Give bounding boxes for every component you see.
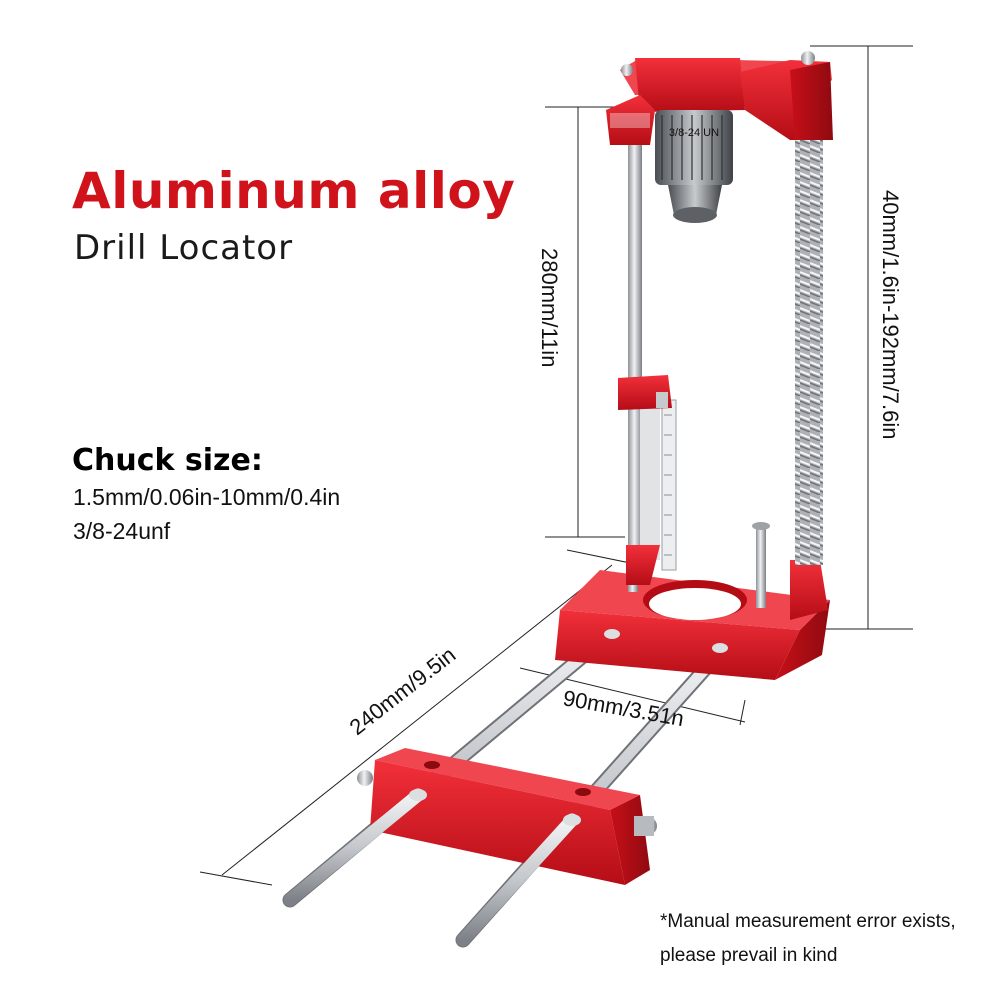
chuck-size-heading: Chuck size: xyxy=(72,443,263,478)
threaded-column xyxy=(795,68,823,565)
product-subtitle: Drill Locator xyxy=(74,228,294,268)
chuck-size-range: 1.5mm/0.06in-10mm/0.4in xyxy=(73,484,341,510)
dim-height-column-label: 280mm/11in xyxy=(537,248,562,367)
drill-chuck: 3/8-24 UN xyxy=(655,110,733,223)
guide-column xyxy=(618,130,677,585)
dim-rod-length-label: 240mm/9.5in xyxy=(345,642,461,740)
chuck-thread-spec: 3/8-24unf xyxy=(73,518,171,544)
base-plate xyxy=(555,560,830,680)
top-head xyxy=(606,51,833,145)
product-title: Aluminum alloy xyxy=(72,162,516,220)
chuck-marking: 3/8-24 UN xyxy=(669,127,719,139)
measurement-note-line-1: *Manual measurement error exists, xyxy=(660,911,956,932)
rod-clamp-block xyxy=(357,748,657,885)
measurement-note-line-2: please prevail in kind xyxy=(660,945,838,966)
dim-stroke-range-label: 40mm/1.6in-192mm/7.6in xyxy=(878,190,903,439)
dim-rod-spacing-label: 90mm/3.51n xyxy=(561,685,686,731)
dimension-lines xyxy=(199,45,913,886)
